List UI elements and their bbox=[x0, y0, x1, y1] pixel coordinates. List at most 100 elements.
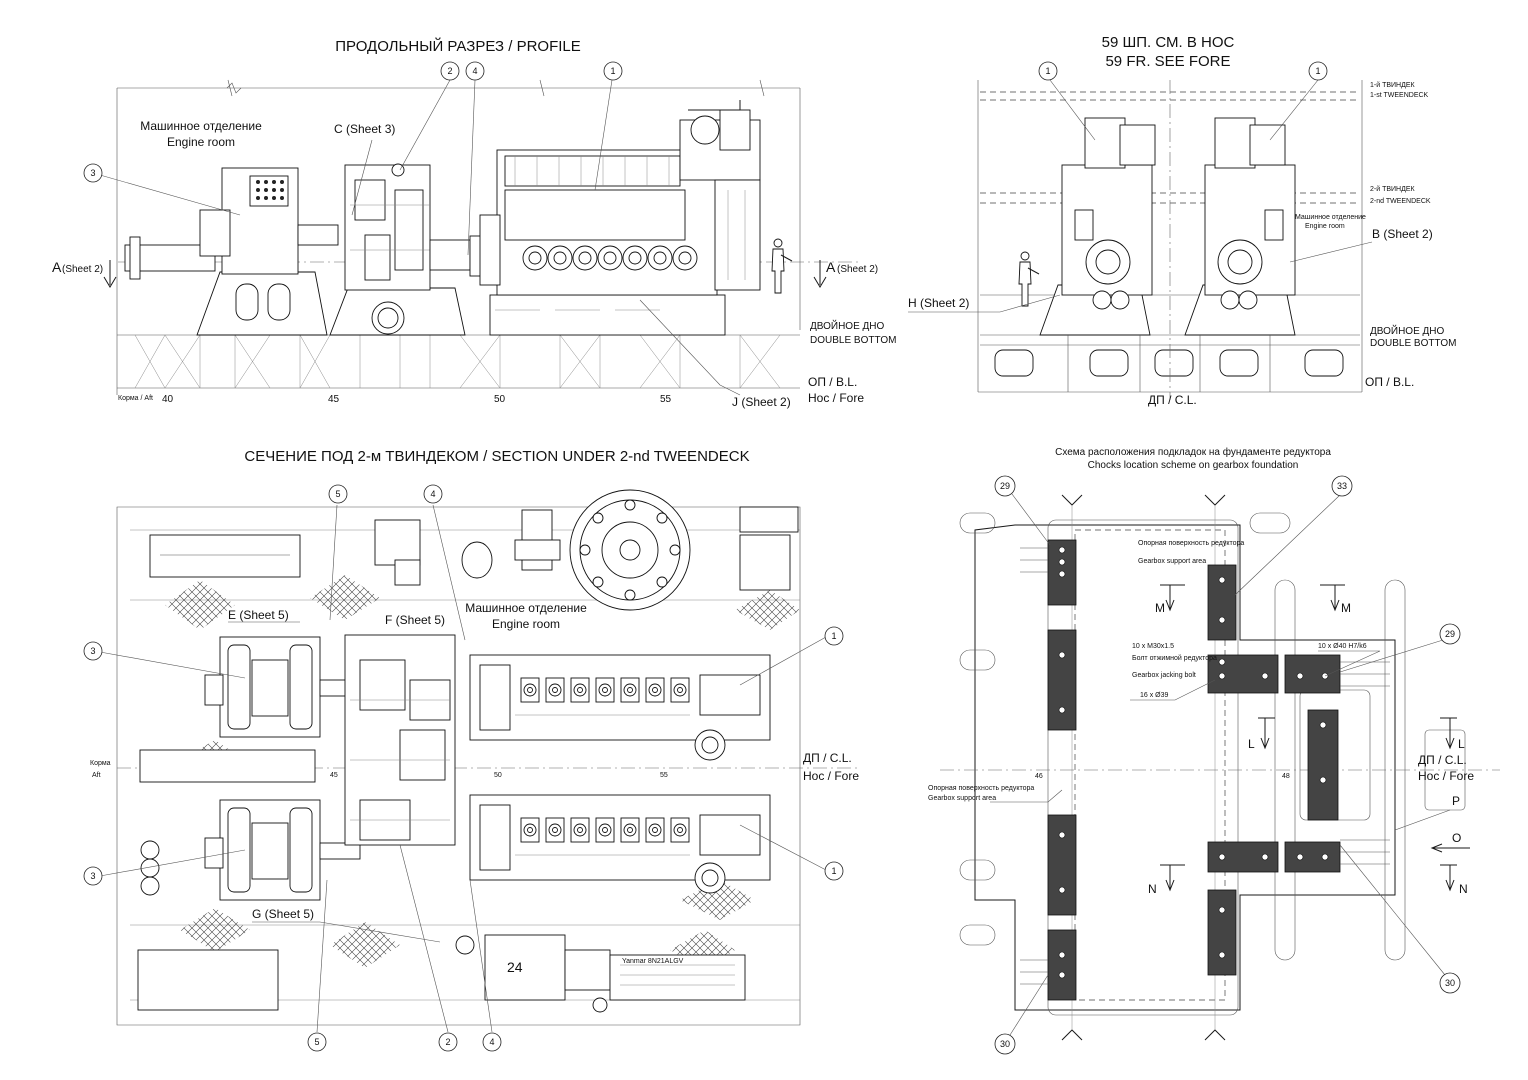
svg-text:M: M bbox=[1155, 601, 1165, 615]
svg-text:N: N bbox=[1148, 882, 1157, 896]
profile-engine-room-ru: Машинное отделение bbox=[140, 119, 262, 133]
front-title-1: 59 ШП. СМ. В НОС bbox=[1102, 34, 1235, 51]
shaft-generator bbox=[196, 167, 339, 336]
section-mark-m-left: M bbox=[1155, 584, 1185, 615]
pins-spec: 10 x Ø40 H7/k6 bbox=[1318, 643, 1367, 650]
chocks-callout-29-right: 29 bbox=[1439, 623, 1461, 645]
main-engine-profile bbox=[479, 100, 761, 336]
section-mark-a-right: A (Sheet 2) bbox=[813, 259, 878, 288]
gearbox-plan bbox=[344, 634, 456, 846]
svg-text:N: N bbox=[1459, 882, 1468, 896]
section-aft-ru: Корма bbox=[90, 760, 111, 767]
svg-text:4: 4 bbox=[489, 1037, 494, 1047]
support-area-en-left: Gearbox support area bbox=[928, 795, 996, 802]
foundation-outline bbox=[974, 524, 1396, 1011]
shaft-line-plan bbox=[139, 749, 316, 783]
chocks-callout-33: 33 bbox=[1331, 475, 1353, 497]
profile-view: ПРОДОЛЬНЫЙ РАЗРЕЗ / PROFILE Машинное отд… bbox=[52, 37, 897, 409]
profile-baseline: ОП / B.L. bbox=[808, 375, 857, 389]
section-ref-e: E (Sheet 5) bbox=[228, 608, 289, 622]
svg-text:A: A bbox=[52, 259, 62, 275]
chocks-callout-30-right: 30 bbox=[1439, 972, 1461, 994]
svg-text:1: 1 bbox=[831, 631, 836, 641]
frame-46: 46 bbox=[1035, 773, 1043, 780]
tank-outline bbox=[137, 949, 279, 1011]
double-bottom-section bbox=[994, 335, 1344, 392]
aux-genset-24: 24 Yanmar 8N21ALGV bbox=[484, 934, 746, 1013]
section-mark-l-right: L bbox=[1440, 717, 1465, 751]
chocks-title-ru: Схема расположения подкладок на фундамен… bbox=[1055, 446, 1331, 458]
main-engine-plan-port bbox=[469, 654, 771, 761]
front-double-bottom-ru: ДВОЙНОЕ ДНО bbox=[1370, 324, 1445, 337]
section-mark-m-right: M bbox=[1320, 584, 1351, 615]
section-frame-50: 50 bbox=[494, 772, 502, 779]
front-baseline: ОП / B.L. bbox=[1365, 375, 1414, 389]
svg-text:1: 1 bbox=[1315, 66, 1320, 76]
section-mark-l-left: L bbox=[1248, 717, 1275, 751]
section-plan-view: СЕЧЕНИЕ ПОД 2-м ТВИНДЕКОМ / SECTION UNDE… bbox=[83, 448, 860, 1052]
section-callout-4-bottom: 4 bbox=[482, 1032, 502, 1052]
front-engine-room-ru: Машинное отделение bbox=[1295, 214, 1366, 221]
profile-frame-50: 50 bbox=[494, 394, 506, 405]
svg-text:2: 2 bbox=[447, 66, 452, 76]
svg-text:29: 29 bbox=[1445, 629, 1455, 639]
profile-callout-4: 4 bbox=[465, 61, 485, 81]
break-lines bbox=[226, 79, 765, 97]
profile-frame-40: 40 bbox=[162, 394, 174, 405]
profile-title: ПРОДОЛЬНЫЙ РАЗРЕЗ / PROFILE bbox=[335, 37, 581, 55]
section-engine-room-en: Engine room bbox=[492, 617, 560, 631]
support-area-ru-left: Опорная поверхность редуктора bbox=[928, 785, 1034, 792]
section-engine-room-ru: Машинное отделение bbox=[465, 601, 587, 615]
main-engine-front-starboard bbox=[1184, 117, 1296, 336]
front-ref-h: H (Sheet 2) bbox=[908, 296, 969, 310]
chocks-callout-29-top: 29 bbox=[994, 475, 1016, 497]
svg-text:33: 33 bbox=[1337, 481, 1347, 491]
profile-callout-1: 1 bbox=[603, 61, 623, 81]
gearbox bbox=[329, 163, 493, 336]
support-area-ru: Опорная поверхность редуктора bbox=[1138, 540, 1244, 547]
chocks-title-en: Chocks location scheme on gearbox founda… bbox=[1088, 460, 1299, 471]
bolt-en: Gearbox jacking bolt bbox=[1132, 672, 1196, 679]
front-callout-1-starboard: 1 bbox=[1308, 61, 1328, 81]
profile-double-bottom-ru: ДВОЙНОЕ ДНО bbox=[810, 319, 885, 332]
svg-text:2: 2 bbox=[445, 1037, 450, 1047]
genset-number: 24 bbox=[507, 959, 523, 975]
front-title-2: 59 FR. SEE FORE bbox=[1105, 53, 1230, 70]
profile-ref-c: C (Sheet 3) bbox=[334, 122, 395, 136]
section-aft-en: Aft bbox=[92, 772, 101, 779]
front-centerline-label: ДП / C.L. bbox=[1148, 393, 1197, 407]
double-bottom-floors bbox=[134, 334, 781, 389]
svg-text:1: 1 bbox=[831, 866, 836, 876]
detail-mark-p: P bbox=[1452, 794, 1460, 808]
section-ref-g: G (Sheet 5) bbox=[252, 907, 314, 921]
bolt-spec: 10 x M30x1.5 bbox=[1132, 643, 1174, 650]
svg-text:30: 30 bbox=[1000, 1039, 1010, 1049]
view-mark-o: O bbox=[1430, 831, 1470, 853]
section-ref-f: F (Sheet 5) bbox=[385, 613, 445, 627]
section-callout-2-bottom: 2 bbox=[438, 1032, 458, 1052]
section-mark-a-left: A (Sheet 2) bbox=[52, 259, 117, 288]
profile-engine-room-en: Engine room bbox=[167, 135, 235, 149]
svg-text:L: L bbox=[1458, 737, 1465, 751]
svg-text:(Sheet 2): (Sheet 2) bbox=[62, 264, 103, 275]
tweendeck1-en: 1-st TWEENDECK bbox=[1370, 92, 1429, 99]
main-engine-front-port bbox=[1039, 117, 1156, 336]
section-callout-3-starboard: 3 bbox=[83, 866, 103, 886]
switchboard bbox=[149, 534, 301, 578]
support-area-en: Gearbox support area bbox=[1138, 558, 1206, 565]
fitted-pins bbox=[1020, 547, 1390, 985]
profile-fore: Нос / Fore bbox=[808, 391, 864, 405]
section-mark-n-left: N bbox=[1148, 864, 1185, 896]
svg-text:A: A bbox=[826, 259, 836, 275]
profile-frame-45: 45 bbox=[328, 394, 340, 405]
profile-callout-2: 2 bbox=[440, 61, 460, 81]
profile-ref-j: J (Sheet 2) bbox=[732, 395, 791, 409]
svg-text:3: 3 bbox=[90, 871, 95, 881]
chock-bolts bbox=[1058, 546, 1329, 979]
gearbox-support-area bbox=[1074, 529, 1226, 1001]
tweendeck1-ru: 1-й ТВИНДЕК bbox=[1370, 81, 1416, 89]
person-figure bbox=[771, 238, 793, 294]
chocks-centerline-label: ДП / C.L. bbox=[1418, 753, 1467, 767]
profile-double-bottom-en: DOUBLE BOTTOM bbox=[810, 335, 897, 346]
